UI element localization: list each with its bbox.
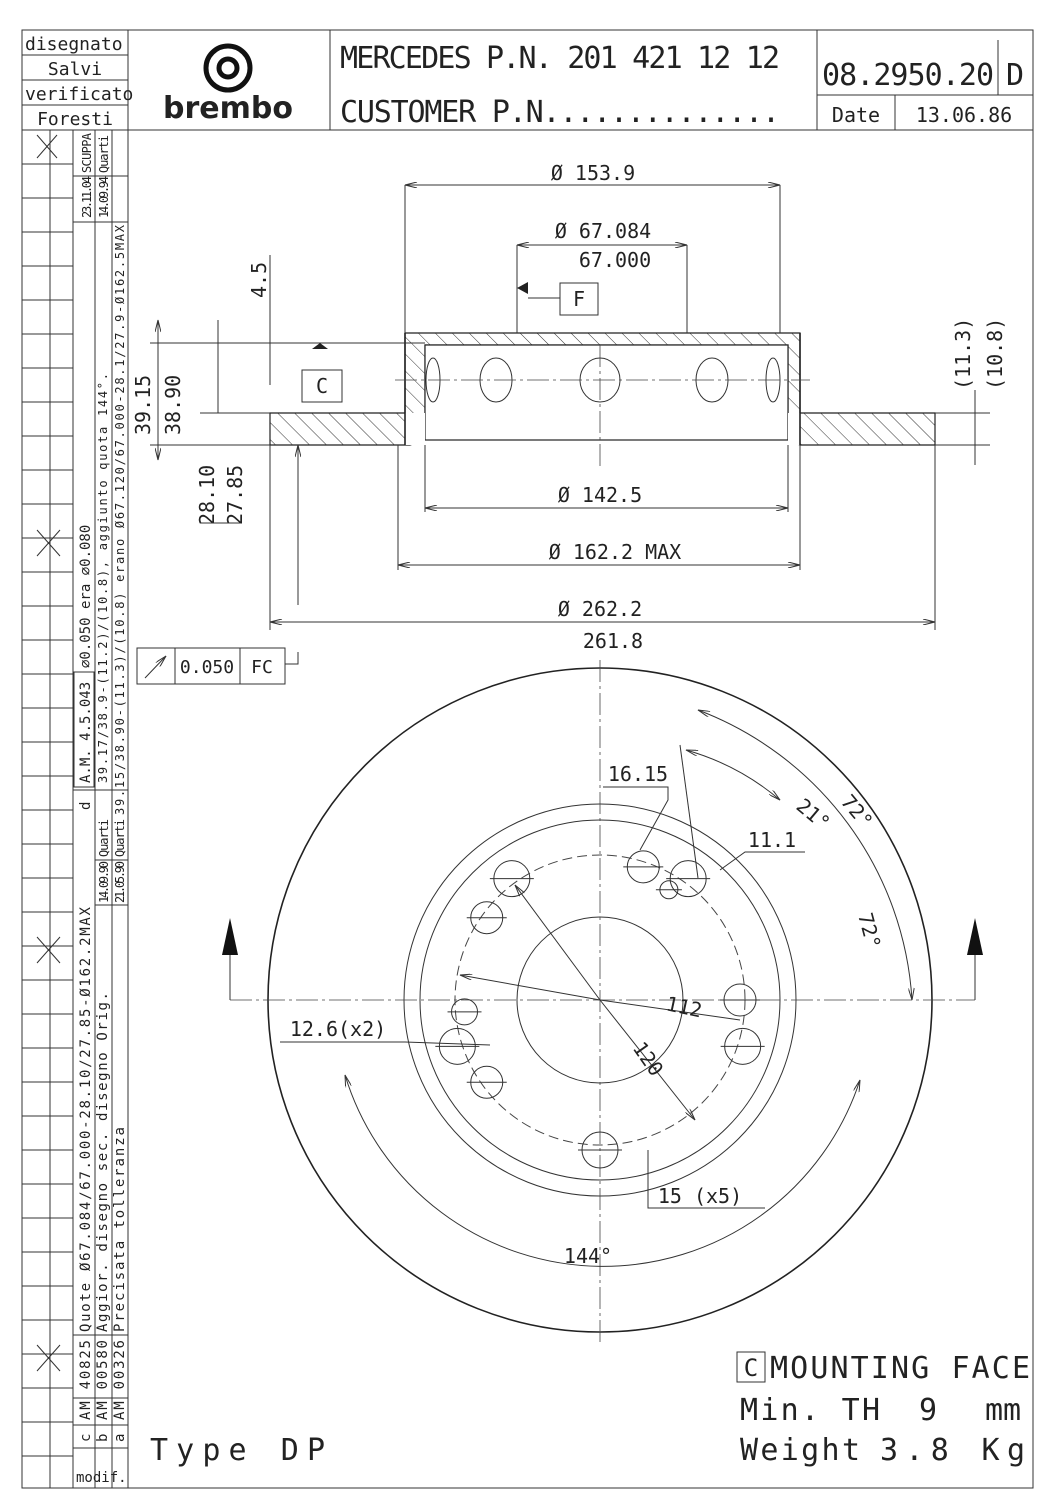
rev-c-desc: Quote Ø67.084/67.000-28.10/27.85-Ø162.2M… — [78, 906, 94, 1332]
rev-d-desc1: ∅0.050 era ∅0.080 — [78, 525, 94, 668]
dim-261-8: 261.8 — [583, 629, 643, 653]
min-th-value: 9 — [919, 1393, 937, 1428]
angle-72-upper: 72° — [836, 790, 878, 833]
void-mark — [36, 1344, 61, 1372]
rev-b-desc: Aggior. disegno sec. disegno Orig. — [95, 992, 111, 1332]
dim-39-15: 39.15 — [131, 375, 155, 435]
dim-12-6-x2: 12.6(x2) — [290, 1017, 386, 1041]
dim-11-1: 11.1 — [748, 828, 796, 852]
customer-part-number: CUSTOMER P.N.............. — [340, 95, 780, 130]
title-block: disegnato Salvi verificato Foresti bremb… — [22, 30, 1033, 1488]
dim-dia-142-5: Ø 142.5 — [558, 483, 642, 507]
dim-27-85: 27.85 — [223, 465, 247, 525]
revision-column: d A.M. 4.5.043 ∅0.050 era ∅0.080 39.17/3… — [22, 129, 128, 1488]
dim-dia-262-2: Ø 262.2 — [558, 597, 642, 621]
rev-d-code: A.M. 4.5.043 — [78, 682, 94, 783]
dim-dia-162-2-max: Ø 162.2 MAX — [549, 540, 681, 564]
date-value: 13.06.86 — [916, 103, 1012, 127]
dim-11-3: (11.3) — [951, 318, 975, 390]
rev-b-date: 14.09.90 — [97, 861, 111, 903]
runout-datums: FC — [251, 657, 273, 678]
void-mark — [36, 134, 58, 159]
datum-c: C — [316, 374, 328, 398]
modif-label: modif. — [76, 1470, 127, 1486]
runout-value: 0.050 — [180, 657, 234, 678]
verificato-label: verificato — [25, 84, 133, 105]
section-arrow-icon — [222, 918, 238, 955]
type-label: Type DP — [150, 1433, 325, 1468]
rev-a-letter: a — [112, 1434, 128, 1442]
rev-c-letter: c — [78, 1434, 94, 1442]
void-mark — [36, 529, 61, 557]
part-number: 08.2950.20 — [822, 58, 994, 93]
dim-28-10: 28.10 — [195, 465, 219, 525]
min-th-unit: mm — [985, 1393, 1021, 1428]
section-arrow-icon — [967, 918, 983, 955]
dim-dia-153-9: Ø 153.9 — [551, 161, 635, 185]
rev-d-desc3: 39.15/38.90-(11.3)/(10.8) erano Ø67.120/… — [113, 224, 127, 815]
rev-a-desc: Precisata tolleranza — [112, 1127, 128, 1332]
weight-value: 3.8 Kg — [880, 1433, 1025, 1468]
rev-d-letter: d — [78, 802, 94, 810]
dim-15-x5: 15 (x5) — [658, 1184, 742, 1208]
rev-a-code: AM 00326 — [112, 1340, 128, 1420]
dim-67-000: 67.000 — [579, 248, 651, 272]
mounting-face: MOUNTING FACE — [770, 1351, 1030, 1386]
rev-b-name: Quarti — [97, 819, 111, 857]
min-th-label: Min. TH — [740, 1393, 880, 1428]
brand-wordmark: brembo — [163, 91, 293, 126]
section-view: Ø 153.9 Ø 67.084 67.000 F 39.15 38.90 4.… — [131, 161, 1007, 685]
runout-tolerance-frame: 0.050 FC — [136, 647, 299, 685]
dim-dia-67-084: Ø 67.084 — [555, 219, 651, 243]
void-mark — [36, 936, 61, 964]
oem-part-number: MERCEDES P.N. 201 421 12 12 — [340, 41, 780, 76]
rev-d-desc2: 39.17/38.9-(11.2)/(10.8), aggiunto quota… — [96, 373, 110, 783]
date-label: Date — [832, 103, 880, 127]
rev-d-date1: 23.11.04 — [80, 176, 94, 218]
dim-38-90: 38.90 — [161, 375, 185, 435]
mounting-datum-c: C — [744, 1354, 758, 1382]
verificato-name: Foresti — [37, 109, 113, 130]
face-view: 112 120 16.15 11.1 21° 72° 72° 144° 12.6… — [222, 660, 983, 1345]
disegnato-label: disegnato — [25, 34, 123, 55]
dim-16-15: 16.15 — [608, 762, 668, 786]
rev-d-date2: 14.09.94 — [97, 176, 111, 218]
disegnato-name: Salvi — [48, 59, 102, 80]
datum-f: F — [573, 287, 585, 311]
rev-d-name1: SCUPPA — [80, 132, 94, 173]
rev-d-name2: Quarti — [97, 135, 111, 173]
dim-112: 112 — [664, 991, 704, 1022]
datum-c-box — [301, 369, 343, 403]
weight-label: Weight — [740, 1433, 860, 1468]
brembo-logo: brembo — [163, 43, 293, 126]
runout-arrow-icon — [144, 656, 166, 679]
revision-letter: D — [1006, 58, 1024, 93]
angle-72-lower: 72° — [853, 910, 886, 951]
rev-a-date: 21.05.90 — [113, 861, 127, 903]
dim-10-8: (10.8) — [983, 318, 1007, 390]
rev-c-code: AM 40825 — [78, 1340, 94, 1420]
rev-a-name: Quarti — [113, 819, 127, 857]
dim-4-5: 4.5 — [247, 262, 271, 298]
datum-f-box — [559, 282, 599, 316]
drawing-frame — [21, 29, 1034, 1489]
rev-b-code: AM 00580 — [95, 1340, 111, 1420]
rev-b-letter: b — [95, 1434, 111, 1442]
angle-144: 144° — [564, 1244, 612, 1268]
notes: Type DP C MOUNTING FACE Min. TH 9 mm Wei… — [150, 1351, 1030, 1468]
